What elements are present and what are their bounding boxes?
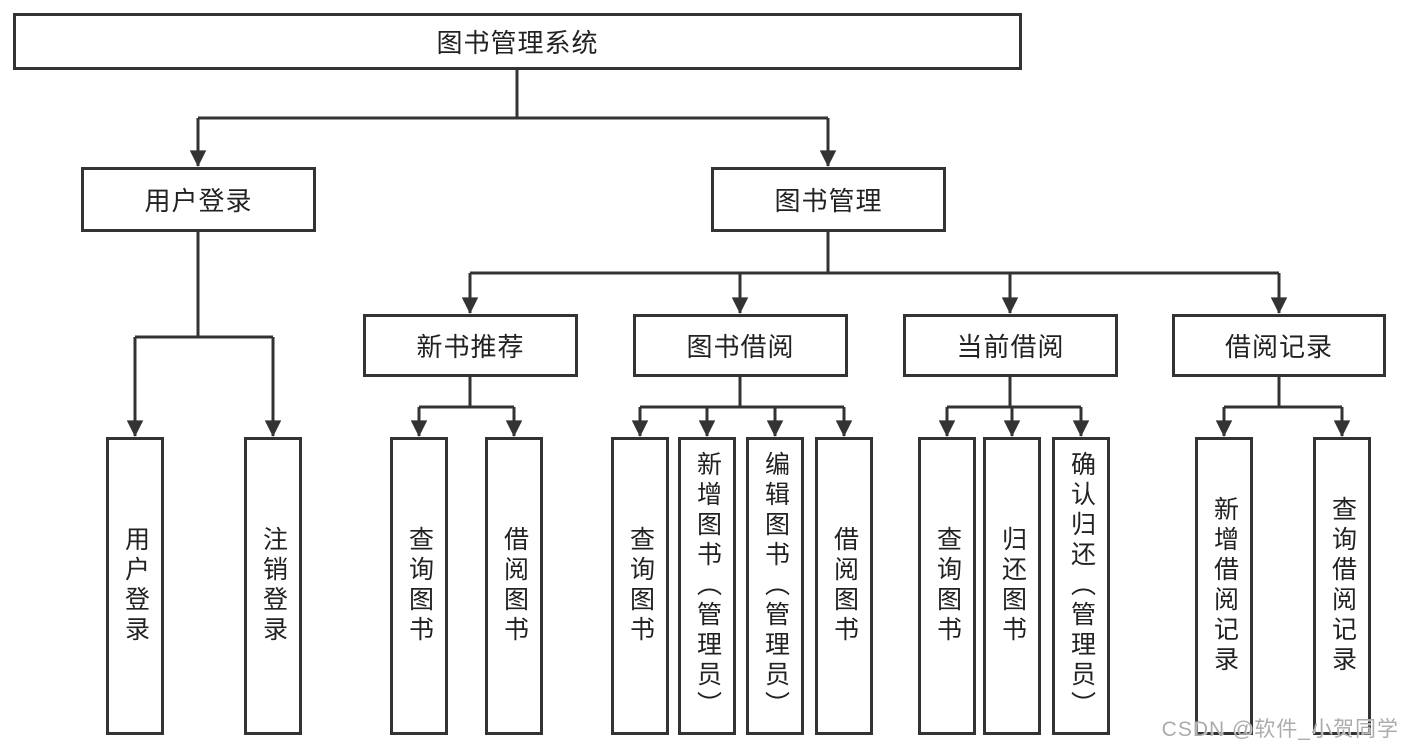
node-label: 用户登录 bbox=[144, 186, 253, 216]
node-leaf-borrow-add-books-admin: 新增图书（管理员） bbox=[678, 437, 736, 735]
node-leaf-records-add-record: 新增借阅记录 bbox=[1195, 437, 1253, 735]
connector-book-management bbox=[461, 232, 1288, 314]
node-leaf-borrow-edit-books-admin: 编辑图书（管理员） bbox=[746, 437, 804, 735]
node-label: 图书借阅 bbox=[686, 332, 795, 362]
node-label: 借阅图书 bbox=[830, 526, 859, 646]
connector-user-login bbox=[126, 232, 282, 437]
node-leaf-recommend-query-books: 查询图书 bbox=[390, 437, 448, 735]
node-label: 查询图书 bbox=[933, 526, 962, 646]
node-leaf-current-return-books: 归还图书 bbox=[983, 437, 1041, 735]
node-leaf-current-confirm-return-admin: 确认归还（管理员） bbox=[1052, 437, 1110, 735]
node-label: 新增借阅记录 bbox=[1210, 496, 1239, 676]
node-label: 编辑图书（管理员） bbox=[761, 451, 790, 721]
connector-book-borrowing bbox=[631, 377, 853, 437]
connector-current-borrowing bbox=[938, 377, 1090, 437]
node-label: 借阅图书 bbox=[500, 526, 529, 646]
node-label: 当前借阅 bbox=[956, 332, 1065, 362]
node-label: 查询图书 bbox=[626, 526, 655, 646]
node-label: 查询图书 bbox=[405, 526, 434, 646]
node-leaf-borrow-borrow-books: 借阅图书 bbox=[815, 437, 873, 735]
connector-new-book-recommend bbox=[410, 377, 523, 437]
connector-borrow-records bbox=[1215, 377, 1351, 437]
node-book-management: 图书管理 bbox=[711, 167, 946, 232]
node-leaf-user-login: 用户登录 bbox=[106, 437, 164, 735]
node-label: 用户登录 bbox=[121, 526, 150, 646]
node-leaf-borrow-query-books: 查询图书 bbox=[611, 437, 669, 735]
node-label: 借阅记录 bbox=[1224, 332, 1333, 362]
node-label: 归还图书 bbox=[998, 526, 1027, 646]
node-new-book-recommend: 新书推荐 bbox=[363, 314, 578, 377]
node-label: 确认归还（管理员） bbox=[1067, 451, 1096, 721]
node-leaf-logout: 注销登录 bbox=[244, 437, 302, 735]
node-label: 新书推荐 bbox=[416, 332, 525, 362]
node-label: 注销登录 bbox=[259, 526, 288, 646]
node-leaf-records-query-record: 查询借阅记录 bbox=[1313, 437, 1371, 735]
connector-root bbox=[189, 70, 837, 167]
node-label: 图书管理系统 bbox=[436, 28, 599, 58]
node-leaf-current-query-books: 查询图书 bbox=[918, 437, 976, 735]
node-current-borrowing: 当前借阅 bbox=[903, 314, 1118, 377]
node-label: 查询借阅记录 bbox=[1328, 496, 1357, 676]
node-label: 图书管理 bbox=[774, 186, 883, 216]
node-library-system: 图书管理系统 bbox=[13, 13, 1022, 70]
node-user-login: 用户登录 bbox=[81, 167, 316, 232]
node-borrow-records: 借阅记录 bbox=[1172, 314, 1386, 377]
node-label: 新增图书（管理员） bbox=[693, 451, 722, 721]
node-book-borrowing: 图书借阅 bbox=[633, 314, 848, 377]
watermark-text: CSDN @软件_小贺同学 bbox=[1161, 718, 1399, 741]
node-leaf-recommend-borrow-books: 借阅图书 bbox=[485, 437, 543, 735]
